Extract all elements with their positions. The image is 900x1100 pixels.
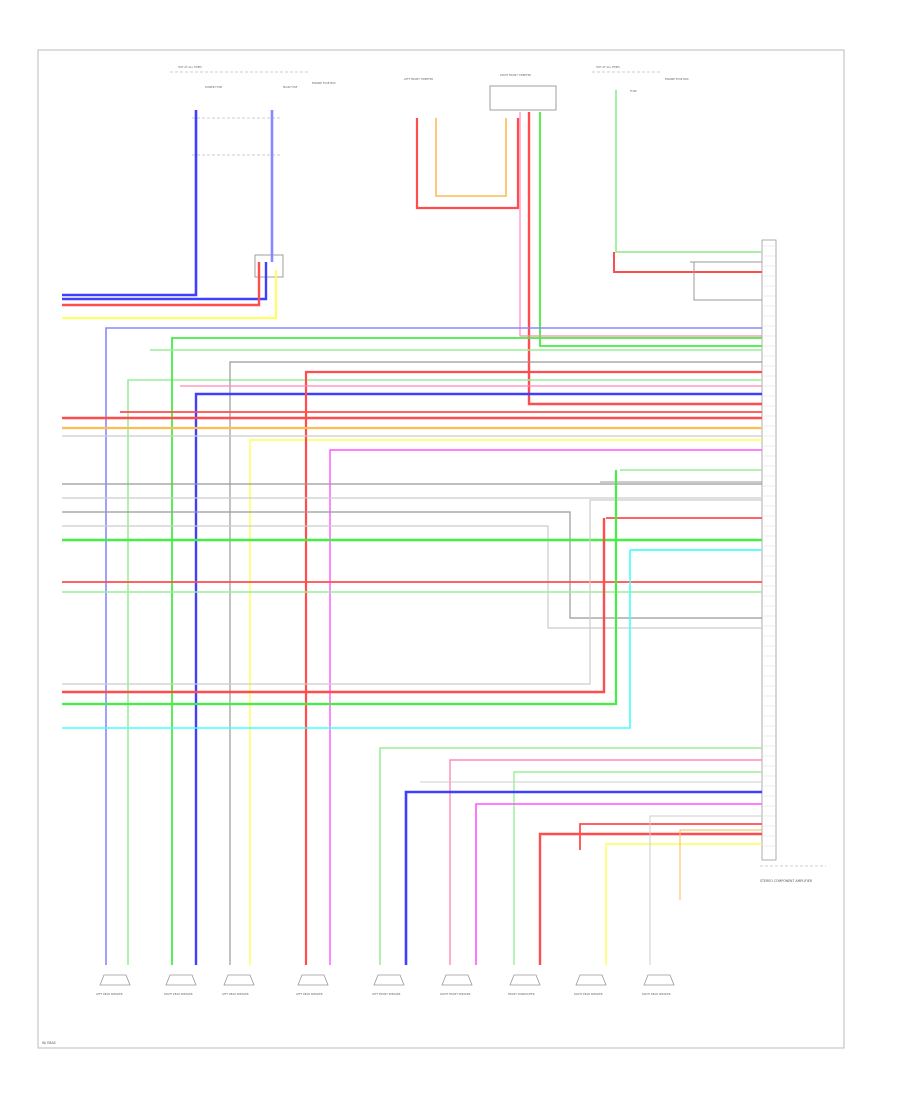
label-speaker-3: LEFT REAR SPEAKER (222, 992, 249, 996)
speaker-symbol-2 (165, 974, 197, 986)
speaker-symbol-1 (99, 974, 131, 986)
wire-19 (229, 361, 762, 965)
wire-31 (62, 511, 762, 619)
label-tweeter-rf: RIGHT FRONT TWEETER (500, 73, 531, 77)
label-speaker-7: FRONT SUBWOOFER (508, 992, 535, 996)
wire-45 (449, 759, 762, 965)
wire-52 (605, 843, 762, 965)
wire-23 (329, 449, 762, 965)
wire-17 (171, 337, 762, 965)
label-speaker-9: RIGHT REAR SPEAKER (642, 992, 671, 996)
label-tweeter-lf: LEFT FRONT TWEETER (404, 77, 433, 81)
label-fuse-block-right: HOT AT ALL TIMES (596, 65, 620, 69)
wire-50 (538, 832, 762, 965)
speaker-symbol-7 (509, 974, 541, 986)
wire-51 (579, 823, 762, 850)
wire-10 (519, 112, 762, 337)
wire-6 (415, 118, 520, 210)
top-right-fuse-group: HOT AT ALL TIMES FUSE ENGINE FUSE BOX (592, 65, 689, 93)
wire-14 (693, 262, 762, 301)
label-speaker-8: RIGHT REAR SPEAKER (574, 992, 603, 996)
wire-20 (194, 392, 762, 965)
wire-44 (379, 747, 762, 965)
label-fuse-block-left: HOT AT ALL TIMES (178, 65, 202, 69)
wire-42 (62, 470, 618, 706)
speaker-symbol-4 (297, 974, 329, 986)
wire-1 (62, 110, 198, 297)
wire-46 (513, 771, 762, 965)
diagram-frame (37, 49, 845, 1049)
wire-22 (304, 370, 762, 965)
wire-8 (527, 112, 762, 406)
wire-54 (649, 815, 762, 965)
amplifier-label: STEREO COMPONENT AMPLIFIER (760, 879, 813, 883)
page-footer: W/ EBAS (42, 1041, 56, 1045)
wire-32 (62, 525, 762, 629)
tweeter-connector (489, 85, 557, 111)
wire-9 (539, 112, 762, 347)
wire-40 (62, 499, 762, 685)
wire-12 (613, 252, 762, 273)
wire-53 (679, 829, 762, 900)
label-fuse-2: MAIN FUSE (283, 85, 298, 89)
label-relay-box: ENGINE FUSE BOX (312, 81, 336, 85)
wire-43 (62, 550, 631, 729)
wire-11 (615, 90, 762, 253)
amplifier-connector-strip (761, 239, 777, 861)
label-speaker-5: LEFT FRONT SPEAKER (372, 992, 401, 996)
wire-4 (62, 262, 261, 307)
label-fuse-1: POWER FUSE (205, 85, 222, 89)
wire-21 (249, 439, 762, 965)
speaker-symbol-9 (643, 974, 675, 986)
wire-5 (62, 270, 277, 319)
speaker-symbol-8 (575, 974, 607, 986)
wire-15 (105, 327, 762, 965)
label-fuse-3: FUSE (630, 89, 637, 93)
speaker-symbol-3 (223, 974, 255, 986)
wire-47 (404, 790, 762, 965)
wire-7 (435, 118, 507, 197)
speaker-symbol-5 (373, 974, 405, 986)
wire-3 (62, 262, 268, 301)
label-speaker-2: RIGHT REAR SPEAKER (164, 992, 193, 996)
speaker-group: LEFT REAR SPEAKER RIGHT REAR SPEAKER LEF… (96, 992, 671, 996)
label-speaker-4: LEFT REAR SPEAKER (296, 992, 323, 996)
label-relay-2: ENGINE FUSE BOX (665, 77, 689, 81)
wire-41 (62, 518, 606, 694)
speaker-symbol-6 (441, 974, 473, 986)
top-mid-group: LEFT FRONT TWEETER RIGHT FRONT TWEETER (404, 73, 557, 111)
wire-48 (475, 803, 762, 965)
wire-16 (127, 379, 762, 965)
wire-group (62, 90, 776, 986)
label-speaker-1: LEFT REAR SPEAKER (96, 992, 123, 996)
label-speaker-6: RIGHT FRONT SPEAKER (440, 992, 471, 996)
